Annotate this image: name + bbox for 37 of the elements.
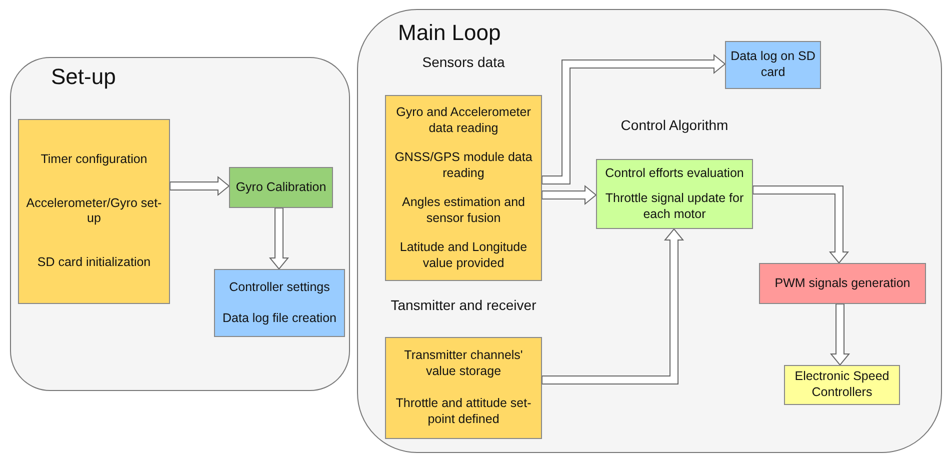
box-text: PWM signals generation: [774, 276, 910, 292]
section-title: Main Loop: [398, 20, 501, 46]
process-box: [725, 41, 821, 89]
box-text: GNSS/GPS module data reading: [394, 150, 534, 182]
process-box: [784, 365, 900, 405]
section-panel: [10, 57, 350, 391]
group-heading: Sensors data: [421, 53, 506, 72]
arrow: [268, 208, 290, 270]
box-text: SD card initialization: [37, 255, 151, 271]
process-box: [759, 263, 926, 304]
box-text: Control efforts evaluation: [605, 166, 744, 182]
arrow: [830, 304, 850, 366]
box-text: Controller settings: [229, 280, 330, 296]
box-text: Throttle and attitude set-point defined: [394, 396, 532, 428]
box-text: Latitude and Longitude value provided: [398, 240, 528, 272]
box-text: Throttle signal update for each motor: [604, 190, 745, 222]
box-text: Gyro Calibration: [236, 180, 326, 196]
group-heading: Tansmitter and receiver: [390, 296, 538, 314]
section-title: Set-up: [51, 64, 116, 90]
process-box: [214, 269, 345, 337]
arrow: [170, 176, 230, 196]
process-box: [229, 167, 333, 208]
arrow: [752, 186, 850, 264]
arrow: [542, 54, 726, 184]
section-panel: [357, 9, 942, 453]
box-text: Transmitter channels' value storage: [403, 348, 524, 380]
box-text: Data log file creation: [222, 310, 336, 326]
box-text: Electronic Speed Controllers: [794, 369, 890, 401]
box-text: Gyro and Accelerometer data reading: [395, 104, 532, 136]
box-text: Angles estimation and sensor fusion: [401, 194, 526, 226]
box-text: Accelerometer/Gyro set-up: [25, 196, 163, 228]
box-text: Data log on SD card: [730, 49, 816, 81]
group-heading: Control Algorithm: [620, 116, 730, 134]
box-text: Timer configuration: [40, 152, 148, 168]
arrow: [542, 228, 684, 384]
arrow: [542, 184, 597, 206]
process-box: [18, 119, 170, 304]
